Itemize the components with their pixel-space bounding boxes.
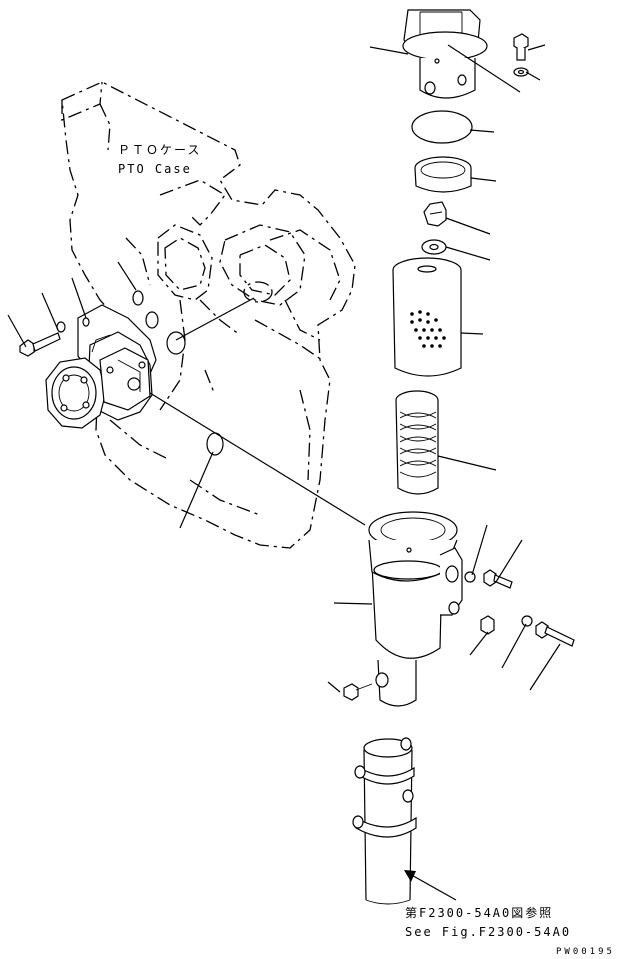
pump-mount-bolt [19,332,61,357]
filter-spring [395,390,439,495]
cap-washer [513,67,529,77]
reference-label-jp: 第F2300-54A0図参照 [405,906,554,920]
filter-element [392,257,462,377]
reference-label-en: See Fig.F2300-54A0 [405,925,572,939]
relief-valve [423,201,447,227]
pto-case-label-en: PTO Case [118,162,192,176]
pto-pump-assembly [45,331,153,429]
drain-plug [480,615,495,635]
drawing-code: PW00195 [556,947,615,957]
filter-cap [402,9,488,99]
valve-washer [421,239,447,255]
leader-lines [7,44,561,901]
case-bolt [483,569,575,647]
o-ring [132,290,224,456]
filter-case [368,511,463,707]
cap-bolt [513,33,529,61]
arrow-head [404,870,416,882]
hose-clamp [352,737,417,838]
filter-perforation [410,310,446,348]
pto-case-label-jp: ＰＴＯケース [118,143,202,157]
plug [343,683,373,701]
hose [363,738,413,905]
filter-sleeve [414,156,472,193]
pto-case-housing [61,81,356,549]
cap-o-ring [411,110,473,144]
